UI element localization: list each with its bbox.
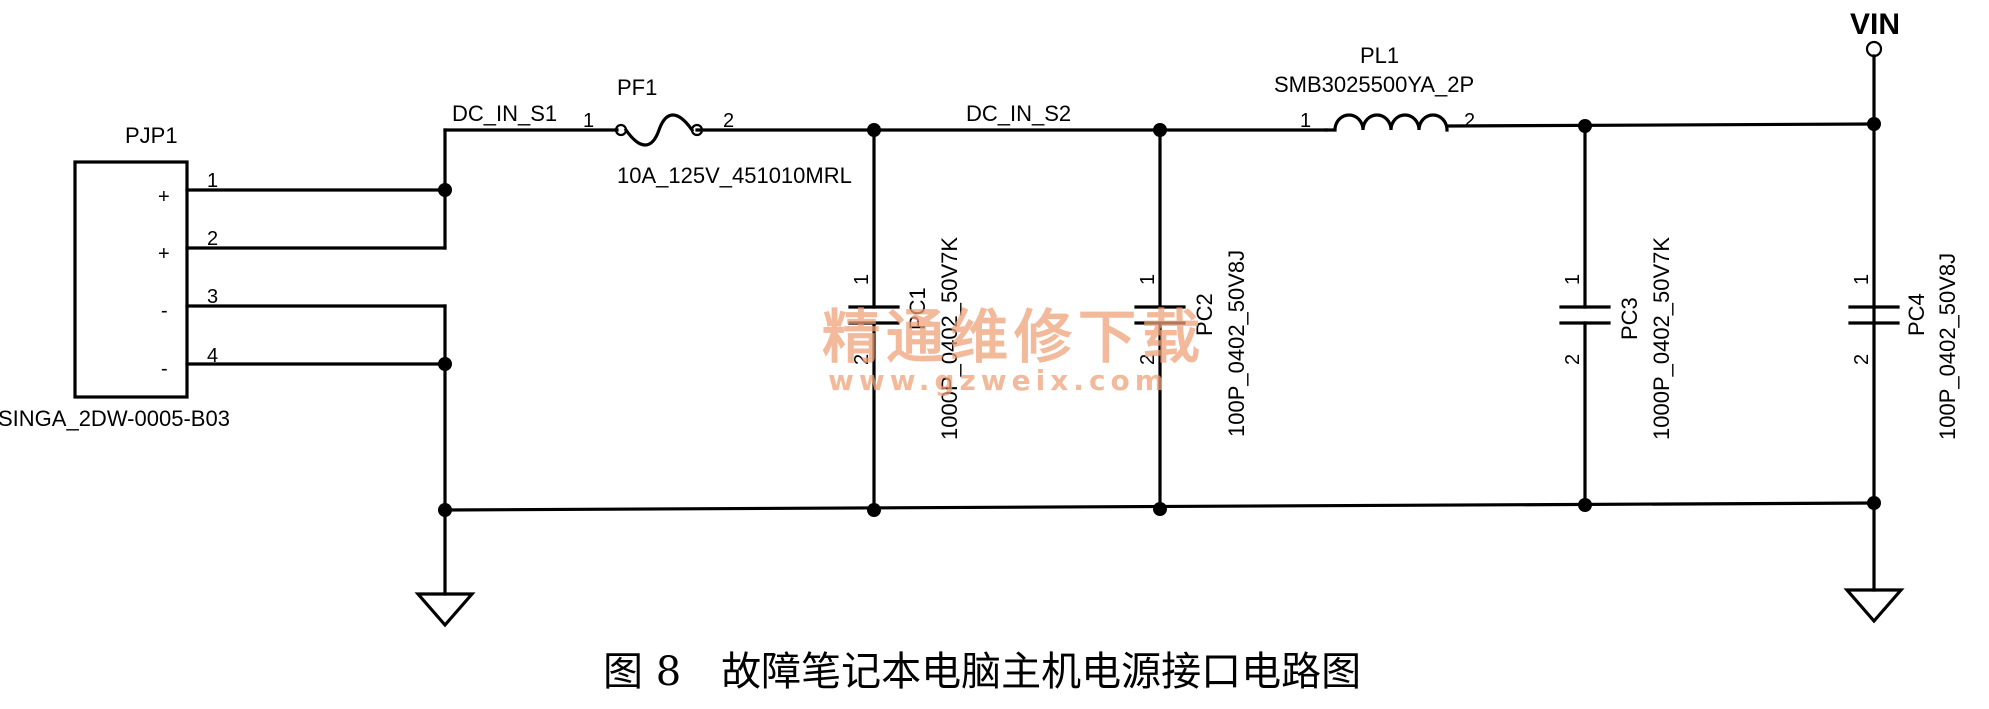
net-label-dc-in-s2: DC_IN_S2 (966, 101, 1071, 126)
connector-body (73, 160, 189, 399)
junction-dot (1867, 496, 1881, 510)
pc4-pin1: 1 (1851, 274, 1873, 285)
junction-dot (438, 357, 452, 371)
junction-dot (1578, 119, 1592, 133)
pc2-ref: PC2 (1192, 293, 1217, 336)
inductor-pin1: 1 (1300, 110, 1311, 132)
fuse-pin2: 2 (723, 110, 734, 132)
pc4-ref: PC4 (1904, 293, 1929, 336)
wire-vin (1446, 122, 1876, 128)
fuse-value: 10A_125V_451010MRL (617, 163, 852, 188)
junction-dot (1578, 498, 1592, 512)
inductor-pl1: PL1 SMB3025500YA_2P 1 2 (1274, 43, 1475, 132)
junction-dot (1153, 502, 1167, 516)
junction-dot (867, 123, 881, 137)
inductor-ref: PL1 (1360, 43, 1399, 68)
pin1-polarity: + (158, 186, 170, 208)
vin-label: VIN (1850, 8, 1900, 41)
junctions (438, 117, 1881, 517)
pin3-number: 3 (207, 286, 218, 308)
pc1-pin1: 1 (851, 274, 873, 285)
junction-dot (1867, 117, 1881, 131)
junction-dot (867, 503, 881, 517)
ground-triangle (1843, 588, 1905, 624)
capacitor-pc1: 1 2 PC1 1000P_0402_50V7K (848, 237, 962, 440)
connector-ref: PJP1 (125, 123, 178, 148)
watermark-url: www.gzweix.com (828, 364, 1169, 397)
pin2-polarity: + (158, 243, 170, 265)
fuse-symbol (623, 113, 695, 147)
inductor-pin2: 2 (1464, 110, 1475, 132)
pc1-value: 1000P_0402_50V7K (937, 237, 962, 440)
pin4-polarity: - (161, 358, 168, 380)
fuse-pf1: PF1 1 2 10A_125V_451010MRL (583, 75, 852, 188)
connector-part: SINGA_2DW-0005-B03 (0, 406, 230, 431)
pc1-pin2: 2 (851, 354, 873, 365)
pc2-pin1: 1 (1137, 274, 1159, 285)
inductor-value: SMB3025500YA_2P (1274, 72, 1474, 97)
capacitor-pc4: 1 2 PC4 100P_0402_50V8J (1848, 253, 1960, 440)
pin1-number: 1 (207, 170, 218, 192)
ground-triangle (414, 592, 476, 628)
vin-terminal-circle (1865, 40, 1883, 58)
figure-caption: 图 8 故障笔记本电脑主机电源接口电路图 (603, 649, 1361, 695)
pc2-pin2: 2 (1137, 354, 1159, 365)
pc3-pin2: 2 (1562, 354, 1584, 365)
pc3-pin1: 1 (1562, 274, 1584, 285)
connector-pjp1: PJP1 SINGA_2DW-0005-B03 + + - - 1 2 3 4 (0, 123, 230, 431)
pin4-number: 4 (207, 345, 218, 367)
junction-dot (1153, 123, 1167, 137)
vin-terminal: VIN (1850, 8, 1900, 58)
fuse-ref: PF1 (617, 75, 657, 100)
fuse-pin1: 1 (583, 110, 594, 132)
pc4-value: 100P_0402_50V8J (1935, 253, 1960, 440)
pc4-pin2: 2 (1851, 354, 1873, 365)
junction-dot (438, 503, 452, 517)
watermark-chinese: 精通维修下载 (822, 303, 1206, 371)
inductor-symbol (1324, 113, 1449, 132)
ground-symbol-left (414, 592, 476, 628)
junction-dot (438, 183, 452, 197)
ground-symbol-right (1843, 588, 1905, 624)
pc1-ref: PC1 (905, 287, 930, 330)
pc3-ref: PC3 (1617, 297, 1642, 340)
capacitor-pc2: 1 2 PC2 100P_0402_50V8J (1134, 250, 1249, 437)
pin2-number: 2 (207, 228, 218, 250)
pc3-value: 1000P_0402_50V7K (1649, 237, 1674, 440)
net-label-dc-in-s1: DC_IN_S1 (452, 101, 557, 126)
pin3-polarity: - (161, 300, 168, 322)
capacitor-pc3: 1 2 PC3 1000P_0402_50V7K (1559, 237, 1674, 440)
pc2-value: 100P_0402_50V8J (1224, 250, 1249, 437)
